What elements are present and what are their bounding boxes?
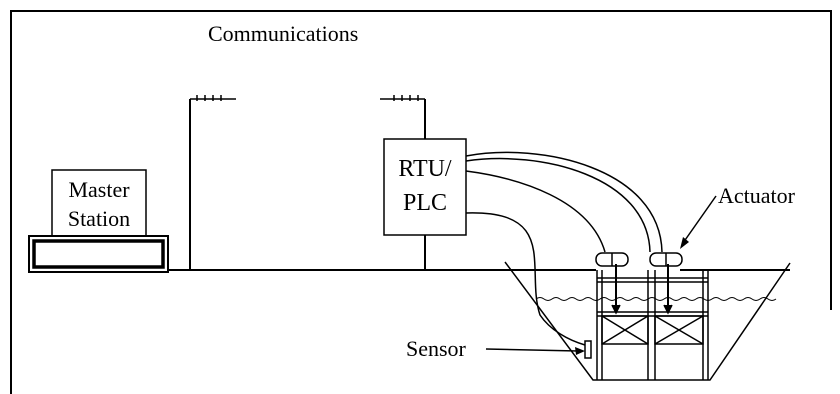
actuator-callout-arrow (680, 237, 689, 249)
actuator-label: Actuator (718, 183, 796, 208)
frame-border (10, 10, 832, 394)
master-station: Master Station (28, 169, 169, 273)
actuator-1 (595, 252, 629, 267)
master-console-base-inner (32, 239, 165, 269)
water-surface (535, 297, 777, 301)
actuator-callout: Actuator (680, 183, 796, 249)
rtu-plc-label-line1: RTU/ (398, 156, 452, 182)
canal (504, 261, 791, 381)
communications-label: Communications (208, 21, 358, 46)
master-station-label-line1: Master (68, 177, 130, 202)
rtu-plc-label-line2: PLC (403, 190, 447, 216)
antenna-master (189, 95, 236, 270)
gate-panel-1 (601, 315, 649, 345)
sensor-label: Sensor (406, 336, 467, 361)
rtu-plc: RTU/ PLC (383, 138, 467, 236)
master-console-base (28, 235, 169, 273)
sensor-callout-line (485, 348, 579, 352)
cable-to-actuator-2-outer (465, 151, 663, 253)
rtu-plc-box (383, 138, 467, 236)
gate-structure (596, 264, 709, 380)
cable-to-actuator-1 (465, 170, 606, 253)
actuator-2 (649, 252, 683, 267)
sensor: Sensor (406, 336, 592, 361)
sensor-callout-arrow (575, 347, 585, 355)
cable-to-actuator-2-inner (465, 157, 651, 253)
gate-panel-2 (654, 315, 704, 345)
rtu-cables (465, 151, 663, 346)
antenna-rtu (380, 95, 426, 270)
canal-outline (504, 261, 791, 381)
master-station-label-line2: Station (68, 206, 130, 231)
cable-to-sensor (465, 212, 586, 346)
sensor-device (584, 340, 592, 359)
